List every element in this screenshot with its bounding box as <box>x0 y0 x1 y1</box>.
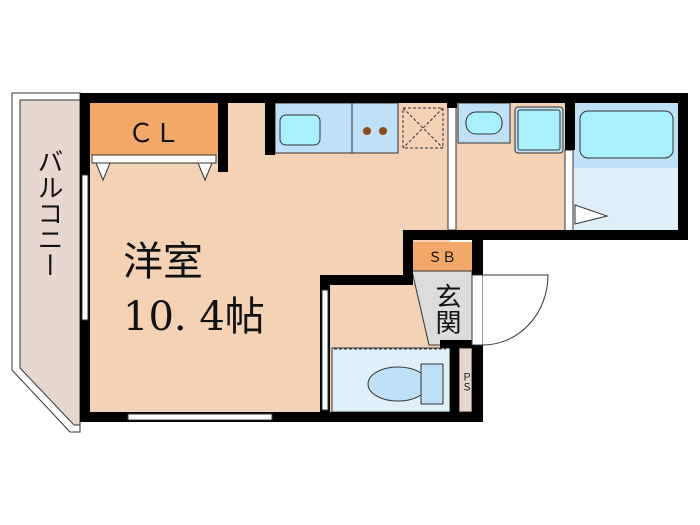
washbasin <box>465 111 503 135</box>
stove-burner <box>379 127 387 135</box>
entrance-door[interactable] <box>482 274 549 346</box>
toilet-door[interactable] <box>321 289 329 411</box>
entrance-label: 玄関 <box>431 283 461 335</box>
closet-door-marker <box>197 162 213 182</box>
closet <box>90 103 218 155</box>
bathroom-door[interactable] <box>574 204 609 225</box>
entrance-door-frame <box>471 274 484 346</box>
balcony-label: バルコニー <box>33 148 63 278</box>
closet-door[interactable] <box>91 154 217 164</box>
bathtub <box>579 110 674 159</box>
pipe-space-label: ＰＳ <box>460 372 471 392</box>
bathroom-door-frame <box>564 149 574 233</box>
stove-burner <box>363 127 371 135</box>
toilet-tank <box>420 363 444 405</box>
washroom-door[interactable] <box>447 105 457 231</box>
western-room-size: 10. 4帖 <box>123 294 265 340</box>
western-room-label: 洋室 <box>123 239 203 285</box>
balcony-floor <box>19 99 81 426</box>
left-window[interactable] <box>81 174 89 321</box>
closet-label: ＣＬ <box>128 119 180 149</box>
shoe-box <box>413 242 472 271</box>
closet-door-marker <box>95 162 111 182</box>
bottom-window[interactable] <box>127 413 273 421</box>
toilet-bowl <box>367 366 429 402</box>
sink <box>279 114 321 146</box>
fridge-space <box>402 107 444 149</box>
shoe-box-label: ＳＢ <box>428 250 456 266</box>
